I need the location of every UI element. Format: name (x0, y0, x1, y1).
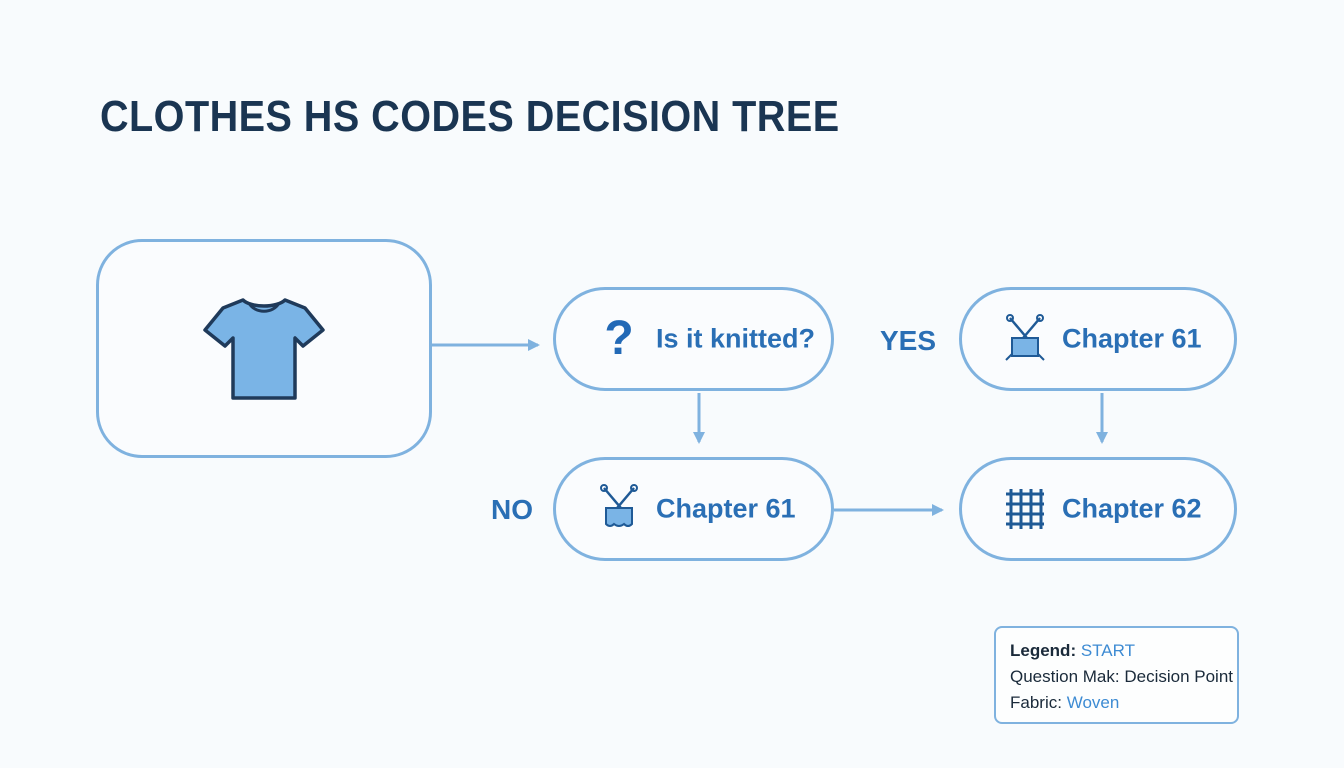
knitting-icon (592, 482, 646, 536)
branch-label-yes: YES (880, 325, 937, 356)
legend-row-fabric: Fabric: Woven (1010, 690, 1223, 716)
result-label-no: Chapter 61 (656, 493, 796, 524)
legend-value: START (1080, 641, 1135, 660)
legend-box: Legend: START Question Mak: Decision Poi… (994, 626, 1239, 724)
knitting-icon (998, 312, 1052, 366)
legend-value: Decision Point (1124, 667, 1234, 686)
branch-label-no: NO (491, 494, 533, 525)
question-mark-icon: ? (604, 312, 634, 365)
result-node-woven: Chapter 62 (959, 457, 1237, 561)
decision-question-label: Is it knitted? (656, 323, 816, 354)
legend-value: Woven (1066, 693, 1120, 712)
decision-node-knitted: ? Is it knitted? (553, 287, 834, 391)
result-label-woven: Chapter 62 (1062, 493, 1202, 524)
legend-key: Question Mak: (1010, 667, 1120, 686)
tshirt-icon (203, 297, 325, 400)
legend-row-question: Question Mak: Decision Point (1010, 664, 1233, 690)
legend-key: Fabric: (1010, 693, 1062, 712)
legend-row-start: Legend: START (1010, 638, 1223, 664)
woven-fabric-icon (998, 482, 1052, 536)
result-node-no: Chapter 61 (553, 457, 834, 561)
result-node-yes: Chapter 61 (959, 287, 1237, 391)
legend-key: Legend: (1010, 641, 1077, 660)
page-title: CLOTHES HS CODES DECISION TREE (100, 92, 840, 141)
result-label-yes: Chapter 61 (1062, 323, 1202, 354)
start-node (96, 239, 432, 458)
